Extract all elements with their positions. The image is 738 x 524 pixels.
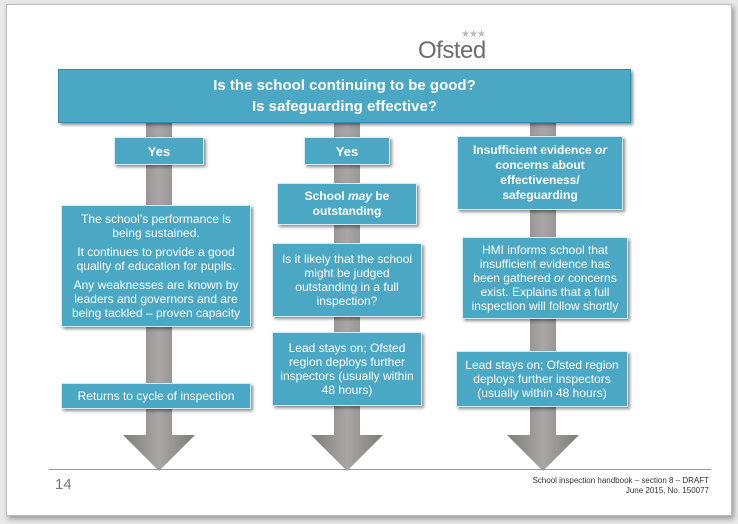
col2-question-box: Is it likely that the school might be ju…	[272, 243, 422, 317]
col1-outcome-p1: The school’s performance is being sustai…	[81, 212, 231, 240]
col1-decision-label: Yes	[147, 143, 171, 159]
page-number: 14	[55, 476, 72, 493]
footer-rule	[49, 469, 711, 470]
col2-decision-label: Yes	[335, 143, 359, 159]
col1-outcome-p2: It continues to provide a good quality o…	[76, 245, 236, 273]
col1-outcome-box: The school’s performance is being sustai…	[61, 205, 251, 327]
header-question-box: Is the school continuing to be good? Is …	[58, 69, 631, 123]
col2-may-be-outstanding-label: School may be outstanding	[304, 189, 390, 218]
col2-may-be-outstanding-box: School may be outstanding	[277, 183, 417, 225]
header-line-2: Is safeguarding effective?	[251, 98, 438, 115]
header-line-1: Is the school continuing to be good?	[213, 77, 476, 94]
footer-text: School inspection handbook – section 8 –…	[532, 476, 709, 496]
col3-final-label: Lead stays on; Ofsted region deploys fur…	[465, 358, 619, 400]
slide: ★★★ Ofsted Is the school continuing to b…	[6, 4, 732, 516]
col2-final-label: Lead stays on; Ofsted region deploys fur…	[280, 341, 414, 397]
col1-final-label: Returns to cycle of inspection	[77, 389, 235, 403]
col1-decision-box: Yes	[114, 137, 204, 165]
col1-final-box: Returns to cycle of inspection	[61, 383, 251, 409]
col3-decision-box: Insufficient evidence or concerns about …	[457, 136, 623, 210]
ofsted-logo: Ofsted	[418, 37, 486, 64]
col3-decision-label: Insufficient evidence or concerns about …	[472, 143, 608, 202]
footer-line-2: June 2015, No. 150077	[625, 486, 709, 495]
col3-inform-box: HMI informs school that insufficient evi…	[462, 237, 628, 319]
footer-line-1: School inspection handbook – section 8 –…	[532, 476, 709, 485]
col3-inform-label: HMI informs school that insufficient evi…	[471, 243, 619, 313]
col2-final-box: Lead stays on; Ofsted region deploys fur…	[272, 332, 422, 406]
col2-question-label: Is it likely that the school might be ju…	[281, 252, 413, 308]
col3-final-box: Lead stays on; Ofsted region deploys fur…	[456, 351, 628, 407]
col2-decision-box: Yes	[304, 137, 390, 165]
logo-stars: ★★★	[461, 29, 486, 40]
col1-outcome-p3: Any weaknesses are known by leaders and …	[71, 278, 241, 320]
